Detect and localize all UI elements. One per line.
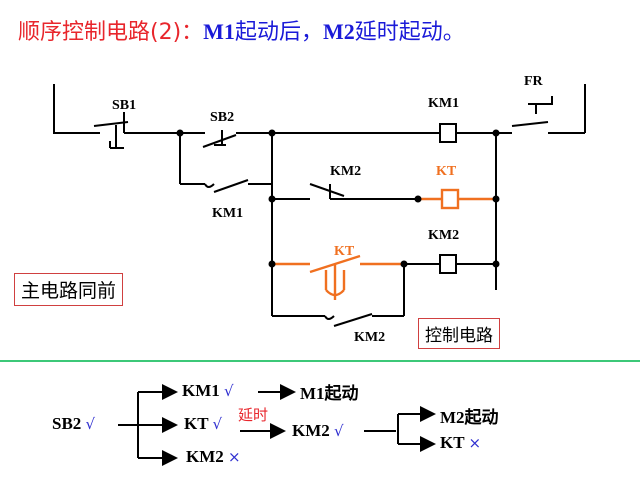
seq-kt2-cross: × <box>468 434 482 452</box>
seq-kt2-text: KT <box>440 433 465 452</box>
sb2-label: SB2 <box>210 110 235 125</box>
control-circuit-diagram <box>53 84 586 327</box>
seq-m2-start: M2起动 <box>440 408 499 427</box>
seq-kt-text: KT <box>184 414 209 433</box>
seq-km2-text: KM2 <box>292 421 330 440</box>
km2-no-label: KM2 <box>354 330 386 345</box>
divider-line <box>0 360 640 362</box>
control-circuit-note: 控制电路 <box>418 318 500 349</box>
title-suffix: 延时起动。 <box>354 20 465 45</box>
title-m2: M2 <box>322 19 355 44</box>
main-circuit-note: 主电路同前 <box>14 273 124 306</box>
seq-km2: KM2 √ <box>292 421 344 441</box>
seq-km2-b-cross: × <box>228 448 241 466</box>
kt-contact-label: KT <box>334 244 355 259</box>
km1-coil-label: KM1 <box>428 96 460 111</box>
seq-km1-check: √ <box>224 382 234 400</box>
title-m1: M1 <box>203 19 235 44</box>
seq-m1-start: M1起动 <box>300 384 359 403</box>
page-title: 顺序控制电路(2)：M1起动后，M2延时起动。 <box>18 14 465 46</box>
seq-kt: KT √ <box>184 414 222 434</box>
km1-contact-label: KM1 <box>212 206 244 221</box>
title-prefix: 顺序控制电路(2)： <box>18 20 204 45</box>
seq-km1-text: KM1 <box>182 381 220 400</box>
seq-sb2-text: SB2 <box>52 414 82 433</box>
seq-kt-check: √ <box>212 415 223 433</box>
kt-coil-label: KT <box>436 164 457 179</box>
seq-km2-b: KM2 × <box>186 447 241 467</box>
seq-km2-check: √ <box>334 422 344 440</box>
title-mid: 起动后， <box>234 20 323 45</box>
seq-delay-label: 延时 <box>238 406 269 424</box>
seq-km1: KM1 √ <box>182 381 234 401</box>
sb1-label: SB1 <box>112 98 137 113</box>
fr-label: FR <box>524 74 543 89</box>
seq-sb2-check: √ <box>85 415 96 433</box>
seq-kt2: KT × <box>440 433 481 453</box>
km2-coil-label: KM2 <box>428 228 460 243</box>
km2-nc-label: KM2 <box>330 164 362 179</box>
seq-sb2: SB2 √ <box>52 414 95 434</box>
seq-km2-b-text: KM2 <box>186 447 224 466</box>
